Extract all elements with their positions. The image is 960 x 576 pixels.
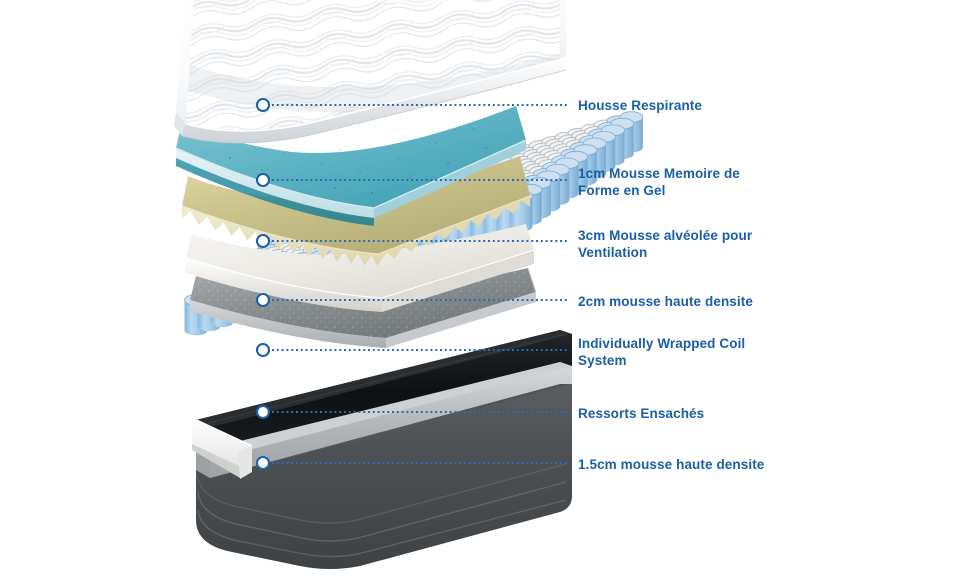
callout-marker-gel-memory-foam[interactable] [255, 172, 271, 188]
callout-leader-lines [255, 97, 568, 471]
callout-label-convoluted-foam: 3cm Mousse alvéolée pour Ventilation [578, 228, 753, 260]
callout-label-pocket-springs: Ressorts Ensachés [578, 406, 705, 421]
callout-label-cover: Housse Respirante [578, 98, 702, 113]
callout-label-high-density-foam-15cm: 1.5cm mousse haute densite [578, 457, 765, 472]
layer-base-foam-rail [191, 417, 253, 479]
layer-white-foam [185, 224, 535, 312]
callout-marker-high-density-foam-15cm[interactable] [255, 455, 271, 471]
callout-marker-cover[interactable] [255, 97, 271, 113]
callout-marker-wrapped-coil-system[interactable] [255, 342, 271, 358]
callout-marker-high-density-foam-2cm[interactable] [255, 292, 271, 308]
layer-quilted-cover [174, 0, 567, 144]
callout-label-high-density-foam-2cm: 2cm mousse haute densite [578, 294, 753, 309]
callout-marker-convoluted-foam[interactable] [255, 233, 271, 249]
callout-marker-pocket-springs[interactable] [255, 404, 271, 420]
callout-label-gel-memory-foam: 1cm Mousse Memoire de Forme en Gel [578, 166, 740, 198]
callout-label-wrapped-coil-system: Individually Wrapped Coil System [578, 336, 746, 368]
